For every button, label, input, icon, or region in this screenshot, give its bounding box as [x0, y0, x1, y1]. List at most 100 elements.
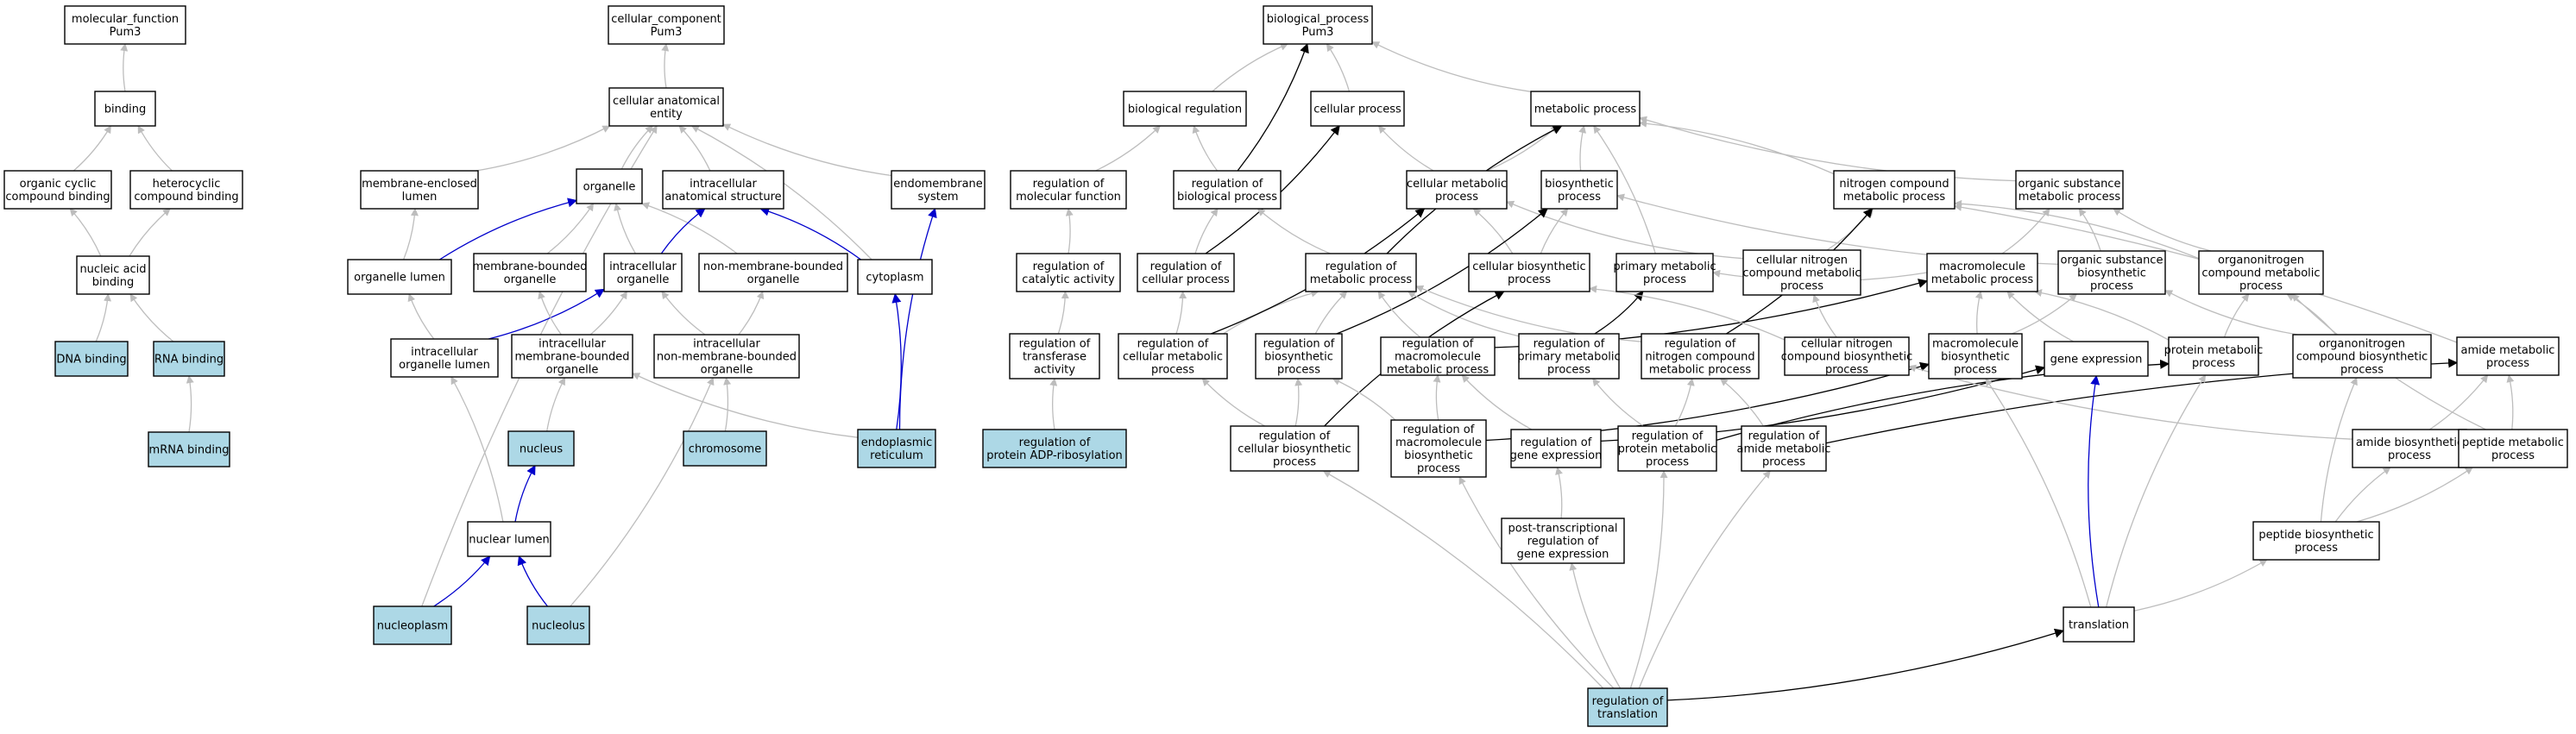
node-label-line: process	[2239, 280, 2283, 293]
edge-reg_pmp-to-pmp	[1594, 291, 1644, 335]
node-label-line: non-membrane-bounded	[703, 260, 843, 273]
node-label-line: metabolic process	[2019, 191, 2121, 204]
node-box	[153, 341, 225, 377]
node-box	[1263, 5, 1373, 45]
node-label-line: endomembrane	[893, 178, 983, 191]
node-label-line: transferase	[1023, 351, 1086, 364]
edge-translation-to-mbp	[1985, 378, 2092, 608]
edge-reg_cmp-to-reg_cp	[1175, 291, 1187, 335]
node-label-line: peptide metabolic	[2462, 436, 2564, 449]
node-box	[1741, 425, 1827, 472]
node-box	[373, 605, 452, 645]
edge-imbo-to-intra_org	[589, 291, 627, 336]
node-box	[511, 334, 633, 379]
node-label-line: system	[918, 191, 959, 204]
node-box	[1501, 518, 1625, 564]
edge-reg_pmp-to-reg_mp	[1407, 291, 1520, 337]
node-label-line: process	[1417, 462, 1460, 475]
edge-reg_prot-to-reg_pmp	[1592, 378, 1644, 427]
node-label-line: membrane-bounded	[472, 260, 587, 273]
node-label-line: nucleoplasm	[377, 620, 448, 633]
node-box	[1530, 91, 1641, 127]
go-term-node-nucleolus: nucleolus	[526, 605, 590, 645]
node-box	[1118, 333, 1228, 380]
node-label-line: regulation of	[1259, 430, 1331, 443]
node-box	[54, 341, 129, 377]
edge-prot_mp-to-mmp	[2033, 289, 2170, 341]
node-label-line: cellular metabolic	[1123, 351, 1223, 364]
edge-iol-to-intra_org	[488, 288, 605, 340]
node-label-line: intracellular	[609, 260, 677, 273]
node-box	[2015, 170, 2124, 210]
edge-pep_bp-to-oncbp	[2320, 377, 2358, 523]
edge-org_cyc-to-binding	[72, 125, 111, 172]
go-term-node-bio-reg: biological regulation	[1123, 91, 1247, 127]
edge-intra_org-to-ias	[660, 208, 706, 254]
node-label-line: process	[1558, 191, 1601, 204]
node-label-line: Pum3	[651, 26, 683, 39]
edge-cmp-to-met_proc	[1486, 125, 1559, 172]
edge-organelle-to-cae	[620, 125, 653, 170]
node-box	[360, 170, 479, 210]
node-box	[982, 429, 1127, 468]
node-box	[2168, 336, 2259, 376]
edge-nucleolus-to-nuc_lumen	[517, 555, 549, 607]
edge-reg_bsp-to-biosyn	[1336, 208, 1548, 335]
node-box	[1123, 91, 1247, 127]
edge-mel-to-cae	[476, 125, 611, 172]
edge-reg_trans-to-reg_mbp	[1458, 476, 1615, 689]
go-term-node-nucleoplasm: nucleoplasm	[373, 605, 452, 645]
node-label-line: process	[2295, 542, 2338, 555]
edge-reg_trans-to-reg_prot	[1629, 470, 1668, 689]
node-box	[64, 5, 186, 45]
node-box	[3, 170, 112, 210]
node-box	[2352, 429, 2467, 468]
edge-reg_bp-to-bio_reg	[1192, 125, 1219, 172]
node-label-line: metabolic process	[1931, 273, 2034, 286]
edge-amide_bp-to-amide_mp	[2429, 374, 2489, 430]
node-label-line: compound metabolic	[2201, 267, 2320, 280]
node-box	[2063, 606, 2135, 643]
node-label-line: regulation of	[1019, 338, 1091, 351]
edge-bio_reg-to-bp	[1212, 43, 1288, 92]
node-box	[1928, 333, 2023, 380]
node-label-line: process	[1646, 456, 1689, 469]
node-label-line: protein metabolic	[1618, 443, 1717, 456]
node-label-line: nitrogen compound	[1839, 178, 1949, 191]
node-label-line: biosynthetic	[1941, 351, 2010, 364]
node-label-line: organelle	[583, 181, 636, 194]
node-label-line: biological_process	[1267, 13, 1370, 26]
node-label-line: regulation of	[1527, 536, 1599, 549]
edge-rna-to-nuc_bind	[129, 293, 174, 342]
edge-reg_bsp-to-reg_mp	[1314, 291, 1348, 335]
edge-reg_trans-to-reg_cbp	[1322, 470, 1604, 689]
node-label-line: membrane-enclosed	[362, 178, 477, 191]
node-box	[94, 91, 156, 127]
node-box	[608, 87, 724, 127]
edge-org_lumen-to-organelle	[438, 198, 578, 260]
node-box	[1255, 333, 1343, 380]
go-term-node-dna: DNA binding	[54, 341, 129, 377]
edge-reg_cat-to-reg_mf	[1065, 208, 1074, 254]
go-term-node-reg-mbp: regulation ofmacromoleculebiosyntheticpr…	[1390, 419, 1487, 478]
node-label-line: regulation of	[1033, 260, 1105, 273]
node-box	[1137, 253, 1235, 292]
edge-ncmp-to-met_proc	[1639, 119, 1835, 175]
edge-reg_mmp-to-reg_mp	[1377, 291, 1421, 338]
node-box	[2044, 341, 2149, 377]
edge-nuc_lumen-to-iol	[450, 376, 504, 523]
edge-mbp-to-osbp	[2012, 293, 2077, 335]
